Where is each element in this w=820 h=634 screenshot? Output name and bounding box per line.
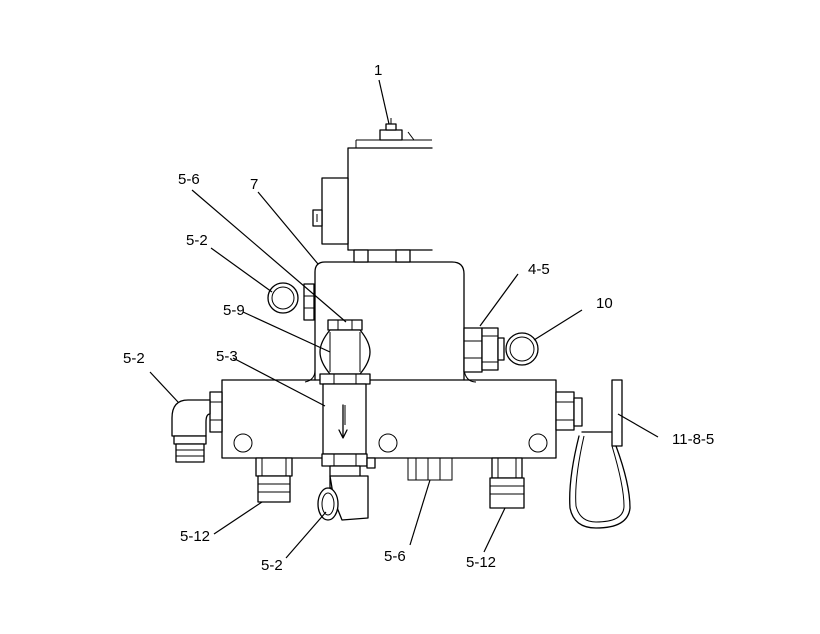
left-elbow-fitting <box>171 391 223 463</box>
leader-5-12-left <box>213 501 263 535</box>
right-plug-stack <box>463 327 539 373</box>
check-valve-stack <box>319 319 376 469</box>
leader-5-2-upper <box>210 247 273 293</box>
callout-11-8-5: 11-8-5 <box>672 431 714 448</box>
solenoid-assembly <box>312 118 433 263</box>
upper-left-plug <box>267 282 315 321</box>
leader-5-12-right <box>483 507 506 553</box>
callout-10: 10 <box>596 295 613 312</box>
callout-5-6-bottom: 5-6 <box>384 548 406 565</box>
callout-5-2-bottom: 5-2 <box>261 557 283 574</box>
manifold-block <box>221 379 557 459</box>
leader-5-6-bottom <box>409 479 431 546</box>
callout-5-2-upper: 5-2 <box>186 232 208 249</box>
callout-7: 7 <box>250 176 258 193</box>
bottom-elbow-fitting <box>317 465 369 521</box>
callout-5-6-top: 5-6 <box>178 171 200 188</box>
leader-1 <box>378 79 390 125</box>
callout-5-9: 5-9 <box>223 302 245 319</box>
bottom-left-connector <box>255 457 293 503</box>
leader-5-9 <box>242 311 331 353</box>
callout-5-12-right: 5-12 <box>466 554 496 571</box>
callout-4-5: 4-5 <box>528 261 550 278</box>
callout-5-2-left: 5-2 <box>123 350 145 367</box>
leader-10 <box>533 309 583 341</box>
leader-lines <box>149 79 659 559</box>
leader-5-2-bottom <box>285 511 327 559</box>
callout-5-12-left: 5-12 <box>180 528 210 545</box>
right-side-fitting-clip <box>555 379 631 529</box>
callout-5-3: 5-3 <box>216 348 238 365</box>
callout-1: 1 <box>374 62 382 79</box>
leader-11-8-5 <box>617 413 659 438</box>
leader-5-6-top <box>191 189 347 323</box>
bottom-center-ports <box>407 457 453 481</box>
leader-5-3 <box>232 357 326 407</box>
bottom-right-connector <box>489 457 525 509</box>
leader-7 <box>257 191 319 265</box>
leader-5-2-left <box>149 371 179 403</box>
leader-4-5 <box>479 273 519 327</box>
callout-labels: 1 7 5-6 5-2 5-9 5-3 5-2 4-5 10 11-8-5 5-… <box>123 62 714 574</box>
